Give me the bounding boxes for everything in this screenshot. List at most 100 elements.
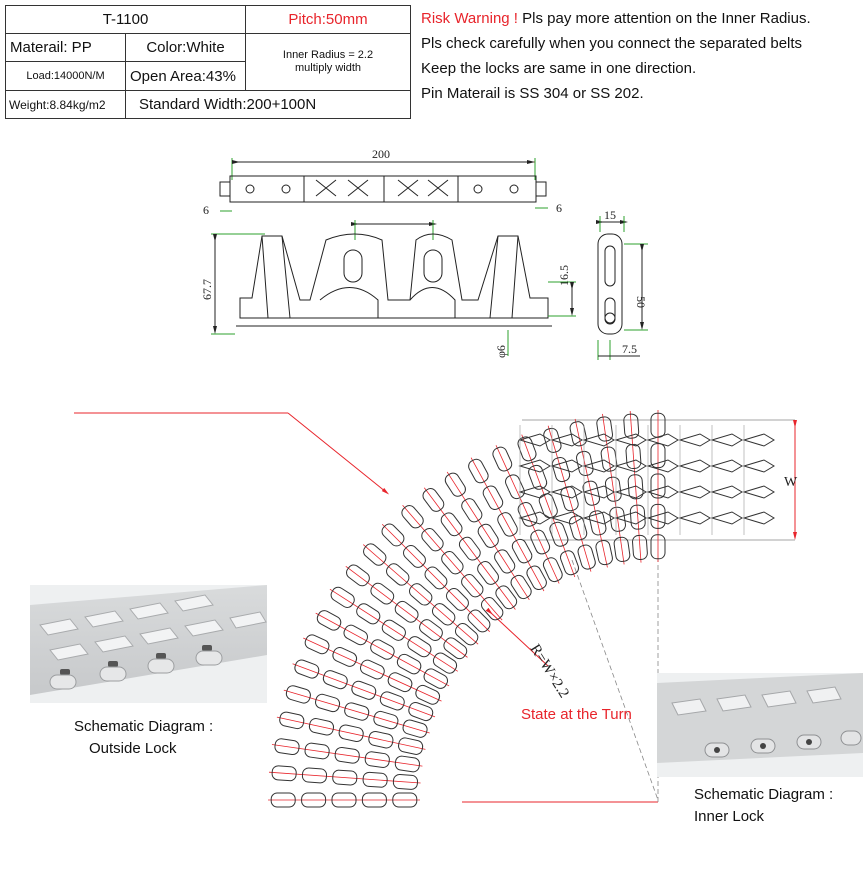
belt-link [364, 751, 390, 768]
belt-link [401, 505, 424, 529]
belt-link [461, 498, 483, 523]
belt-link [494, 549, 516, 574]
belt-pin-line [381, 523, 490, 632]
straight-belt-link [614, 511, 647, 525]
belt-link [334, 746, 360, 764]
belt-link [528, 464, 548, 490]
load-cell: Load:14000N/M [5, 61, 126, 91]
belt-pin-line [268, 771, 421, 784]
belt-link [530, 529, 551, 555]
belt-pin-line [329, 588, 458, 672]
belt-link [294, 659, 320, 679]
belt-link [301, 792, 327, 808]
dim-side-height: 50 [634, 296, 648, 308]
dim-overall-width: 200 [372, 147, 390, 161]
belt-link [421, 528, 444, 552]
belt-link [538, 493, 558, 519]
belt-link [446, 588, 469, 611]
belt-link [461, 573, 484, 598]
dim-depth: 16.5 [557, 265, 571, 286]
outside-lock-caption: Schematic Diagram : Outside Lock [74, 716, 213, 760]
belt-link [517, 436, 537, 462]
straight-belt-link [614, 433, 647, 447]
belt-link [344, 702, 370, 721]
straight-belt-link [582, 511, 615, 525]
belt-link [623, 413, 640, 439]
standard-width-cell: Standard Width:200+100N [125, 90, 411, 119]
belt-link [363, 543, 387, 566]
risk-warning-label: Risk Warning ! [421, 10, 518, 27]
belt-link [343, 624, 368, 646]
belt-link [392, 792, 418, 808]
belt-link [568, 515, 588, 541]
dim-edge-left: 6 [203, 203, 209, 217]
belt-link [576, 450, 594, 477]
straight-belt-link [646, 511, 679, 525]
belt-link [604, 476, 622, 502]
belt-link [443, 637, 468, 660]
belt-link [650, 503, 666, 529]
belt-link [387, 672, 413, 693]
belt-pin-line [292, 663, 436, 718]
belt-pin-line [345, 565, 468, 658]
straight-belt-link [614, 485, 647, 499]
straight-belt-link [710, 459, 743, 473]
straight-belt-link [550, 433, 583, 447]
belt-link [308, 718, 335, 736]
dim-width-symbol: W [784, 475, 798, 490]
inner-radius-line2: multiply width [294, 62, 362, 74]
inner-radius-line1: Inner Radius = 2.2 [282, 49, 374, 61]
module-side-view [596, 216, 648, 360]
belt-link [332, 769, 358, 786]
belt-pin-line [574, 418, 608, 568]
belt-link [322, 670, 348, 690]
belt-link [285, 685, 311, 704]
belt-link [331, 792, 357, 808]
belt-link [482, 485, 504, 510]
belt-link [330, 586, 355, 608]
belt-link [650, 473, 666, 499]
belt-link [424, 566, 448, 590]
belt-link [315, 693, 341, 713]
belt-link [577, 544, 596, 570]
belt-link [361, 792, 387, 808]
straight-belt-link [710, 511, 743, 525]
belt-pin-line [276, 716, 426, 750]
note-line-4: Pin Materail is SS 304 or SS 202. [421, 85, 644, 102]
belt-link [477, 523, 499, 548]
belt-link [431, 603, 456, 626]
dim-radius-formula: R=W×2.2 [527, 642, 572, 701]
belt-link [627, 474, 644, 500]
straight-belt-link [518, 511, 551, 525]
note-line-2: Pls check carefully when you connect the… [421, 35, 803, 52]
belt-link [381, 619, 406, 641]
straight-belt-link [678, 511, 711, 525]
belt-link [360, 659, 385, 680]
belt-link [423, 668, 449, 689]
belt-pin-line [629, 410, 642, 563]
belt-link [629, 504, 646, 530]
belt-link [551, 457, 571, 483]
belt-link [492, 446, 513, 472]
belt-pin-line [521, 434, 576, 578]
belt-link [415, 684, 441, 705]
dim-edge-right: 6 [556, 201, 562, 215]
inner-lock-image [657, 673, 863, 777]
belt-link [396, 653, 422, 675]
belt-link [467, 609, 491, 633]
risk-warning-text: Pls pay more attention on the Inner Radi… [522, 10, 811, 27]
straight-belt-link [646, 459, 679, 473]
belt-link [440, 512, 463, 537]
straight-belt-link [678, 485, 711, 499]
belt-link [495, 585, 518, 610]
belt-link [419, 619, 443, 641]
straight-belt-link [742, 433, 775, 447]
belt-link [370, 582, 395, 605]
belt-link [454, 623, 479, 646]
weight-cell: Weight:8.84kg/m2 [5, 90, 126, 119]
straight-belt-link [710, 433, 743, 447]
belt-link [549, 521, 569, 547]
belt-link [279, 711, 305, 730]
risk-warning-line: Risk Warning ! Pls pay more attention on… [421, 6, 861, 31]
